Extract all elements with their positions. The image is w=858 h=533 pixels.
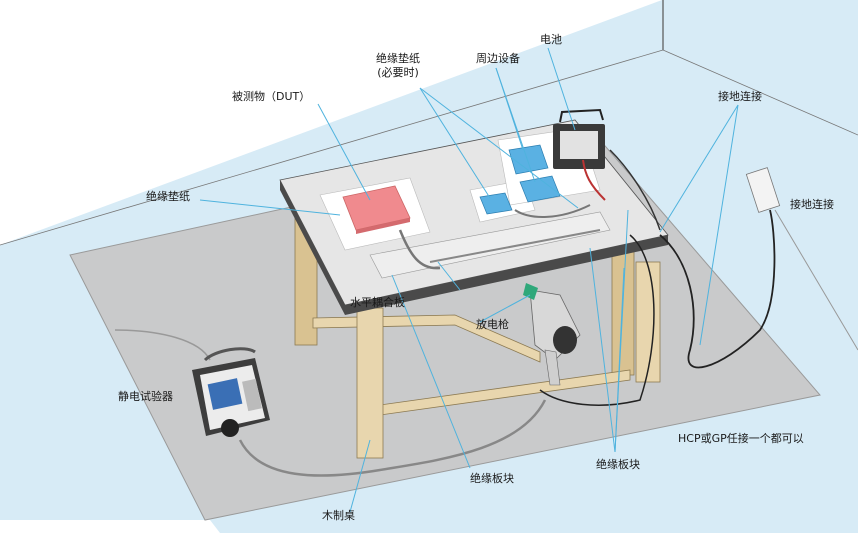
ground-cable [659, 209, 776, 369]
label-insulating-block-1: 绝缘板块 [470, 472, 514, 485]
label-ground-conn-2: 接地连接 [790, 198, 834, 211]
label-hcp-or-gp: HCP或GP任接一个都可以 [678, 432, 804, 445]
label-hcp: 水平耦合板 [350, 296, 405, 309]
label-insulating-block-2: 绝缘板块 [596, 458, 640, 471]
label-wood-table: 木制桌 [322, 509, 355, 522]
peripheral-box-2 [519, 175, 561, 203]
leader-lines [199, 47, 739, 513]
floor-white-area [0, 520, 220, 533]
esd-gun [523, 283, 581, 386]
ground-socket [745, 167, 781, 213]
peripheral-small [479, 192, 513, 215]
label-insulating-paper-top: 绝缘垫纸 (必要时) [368, 52, 428, 80]
peripheral-box-1 [508, 144, 549, 175]
label-battery: 电池 [540, 33, 562, 46]
label-insulating-paper-top-line2: (必要时) [377, 66, 419, 79]
label-insulating-pad: 绝缘垫纸 [146, 190, 190, 203]
label-esd-tester: 静电试验器 [118, 390, 173, 403]
label-gun: 放电枪 [476, 318, 509, 331]
tester-cable [238, 399, 547, 477]
top-right-blob [760, 0, 858, 30]
label-insulating-paper-top-line1: 绝缘垫纸 [376, 52, 420, 65]
esd-tester-device [192, 347, 270, 437]
label-dut: 被测物（DUT） [232, 90, 311, 103]
label-peripheral: 周边设备 [476, 52, 520, 65]
label-ground-conn-1: 接地连接 [718, 90, 762, 103]
